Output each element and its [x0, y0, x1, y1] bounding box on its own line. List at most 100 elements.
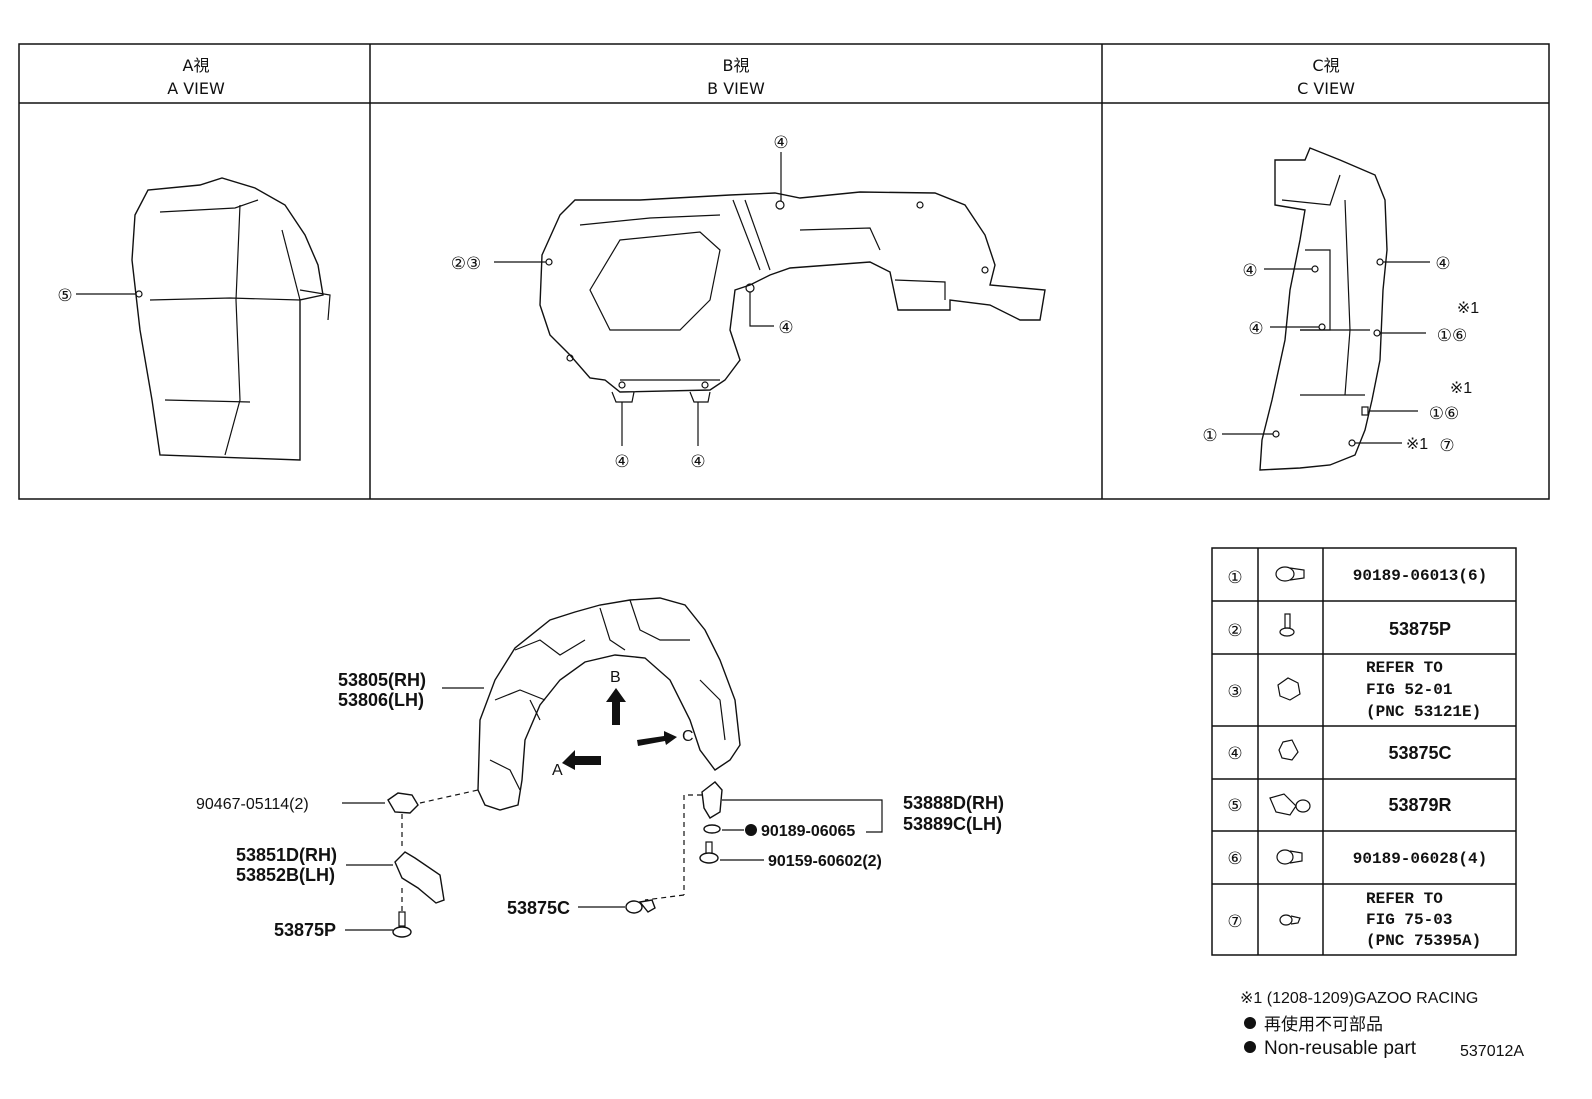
- svg-text:90189-06028(4): 90189-06028(4): [1353, 850, 1487, 868]
- callout-c-7: ※1 ⑦: [1355, 436, 1455, 456]
- label-seal: 53888D(RH) 53889C(LH): [722, 793, 1004, 834]
- legend-table-frame: [1211, 547, 1517, 956]
- push-clip-icon: [1278, 739, 1299, 761]
- view-frame: [18, 43, 1550, 500]
- svg-text:FIG 52-01: FIG 52-01: [1366, 681, 1452, 699]
- callout-c-4-right: ④: [1383, 254, 1451, 274]
- view-b-liner-drawing: [539, 191, 1046, 403]
- legend-row-1: ① 90189-06013(6): [1227, 566, 1487, 588]
- svg-text:⑤: ⑤: [1227, 796, 1242, 816]
- callout-c-1: ①: [1202, 426, 1273, 446]
- svg-text:再使用不可部品: 再使用不可部品: [1264, 1014, 1383, 1035]
- svg-text:④: ④: [778, 318, 793, 338]
- view-a-liner-drawing: [131, 177, 331, 461]
- svg-text:REFER TO: REFER TO: [1366, 890, 1443, 908]
- svg-text:C: C: [682, 728, 694, 745]
- figure-code: 537012A: [1460, 1043, 1524, 1060]
- svg-text:53875C: 53875C: [1388, 743, 1451, 763]
- svg-text:④: ④: [690, 452, 705, 472]
- bullet-icon: [1244, 1041, 1256, 1053]
- svg-text:④: ④: [773, 133, 788, 153]
- svg-text:②: ②: [1227, 621, 1242, 641]
- svg-text:53805(RH): 53805(RH): [338, 670, 426, 690]
- svg-text:53889C(LH): 53889C(LH): [903, 814, 1002, 834]
- nut-clip-icon: [1277, 677, 1301, 701]
- bullet-icon: [1244, 1017, 1256, 1029]
- svg-text:⑦: ⑦: [1227, 912, 1242, 932]
- legend-row-7: ⑦ REFER TO FIG 75-03 (PNC 75395A): [1227, 890, 1481, 950]
- svg-text:(PNC 75395A): (PNC 75395A): [1366, 932, 1481, 950]
- svg-text:A: A: [552, 762, 563, 779]
- legend-row-3: ③ REFER TO FIG 52-01 (PNC 53121E): [1227, 659, 1481, 721]
- svg-text:B: B: [610, 669, 621, 686]
- arrow-c: C: [637, 728, 694, 746]
- callout-b-4-bottom-left: ④: [614, 402, 630, 472]
- svg-text:②③: ②③: [451, 254, 481, 274]
- svg-text:①: ①: [1227, 568, 1242, 588]
- label-nut: 90467-05114(2): [196, 796, 385, 813]
- svg-text:90467-05114(2): 90467-05114(2): [196, 796, 309, 813]
- callout-b-2-3: ②③: [451, 254, 546, 274]
- view-a-title-jp: A視: [183, 56, 210, 75]
- note-nonreuse-en: Non-reusable part: [1244, 1038, 1417, 1059]
- view-c-title-jp: C視: [1312, 56, 1339, 75]
- svg-text:53851D(RH): 53851D(RH): [236, 845, 337, 865]
- svg-text:⑤: ⑤: [57, 286, 72, 306]
- callout-a-5: ⑤: [57, 286, 136, 306]
- view-c-title-en: C VIEW: [1297, 79, 1355, 98]
- label-bracket: 53851D(RH) 53852B(LH): [236, 845, 393, 885]
- label-screw: 53875P: [274, 920, 393, 940]
- view-a-title-en: A VIEW: [167, 79, 225, 98]
- svg-text:①⑥: ①⑥: [1437, 326, 1467, 346]
- svg-text:53806(LH): 53806(LH): [338, 690, 424, 710]
- grommet-icon: [1276, 849, 1303, 865]
- svg-text:④: ④: [1435, 254, 1450, 274]
- label-bolt: 90159-60602(2): [768, 853, 882, 870]
- clip-c-part: 53875C: [507, 898, 656, 918]
- view-b-title-en: B VIEW: [707, 79, 765, 98]
- small-clip-icon: [1279, 914, 1301, 926]
- svg-text:※1: ※1: [1450, 380, 1472, 397]
- svg-text:FIG 75-03: FIG 75-03: [1366, 911, 1452, 929]
- svg-text:⑦: ⑦: [1439, 436, 1454, 456]
- label-liner: 53805(RH) 53806(LH): [338, 670, 484, 710]
- svg-text:90189-06013(6): 90189-06013(6): [1353, 567, 1487, 585]
- screw-part: [392, 888, 412, 938]
- legend-row-4: ④ 53875C: [1227, 739, 1452, 764]
- callout-b-4-mid: ④: [749, 292, 794, 338]
- arrow-a: A: [552, 750, 601, 779]
- svg-text:53852B(LH): 53852B(LH): [236, 865, 335, 885]
- callout-c-1-6-upper: ※1 ①⑥: [1380, 300, 1479, 346]
- note-nonreuse-jp: 再使用不可部品: [1244, 1014, 1383, 1035]
- note-gazoo-racing: ※1 (1208-1209)GAZOO RACING: [1240, 990, 1478, 1007]
- svg-text:④: ④: [1248, 319, 1263, 339]
- callout-c-1-6-lower: ※1 ①⑥: [1370, 380, 1472, 424]
- svg-text:⑥: ⑥: [1227, 849, 1242, 869]
- label-clip-c: 53875C: [507, 898, 570, 918]
- clip-icon: [1275, 566, 1305, 582]
- svg-text:53875P: 53875P: [274, 920, 336, 940]
- seal-part: [644, 781, 723, 901]
- svg-text:53875P: 53875P: [1389, 619, 1451, 639]
- svg-text:53888D(RH): 53888D(RH): [903, 793, 1004, 813]
- callout-b-4-bottom-right: ④: [690, 402, 706, 472]
- svg-text:※1: ※1: [1457, 300, 1479, 317]
- svg-text:④: ④: [1227, 744, 1242, 764]
- bolt-clip-icon: [1269, 793, 1311, 816]
- view-c-liner-drawing: [1259, 147, 1388, 471]
- bracket-part: [394, 851, 445, 904]
- svg-text:①⑥: ①⑥: [1429, 404, 1459, 424]
- legend-row-5: ⑤ 53879R: [1227, 793, 1452, 816]
- svg-text:①: ①: [1202, 426, 1217, 446]
- clip-nonreuse-part: 90189-06065: [703, 823, 855, 840]
- view-b-title-jp: B視: [723, 56, 750, 75]
- svg-text:③: ③: [1227, 682, 1242, 702]
- svg-text:※1: ※1: [1406, 436, 1428, 453]
- svg-text:REFER TO: REFER TO: [1366, 659, 1443, 677]
- label-clip-nonreuse: 90189-06065: [761, 823, 855, 840]
- bolt-part: 90159-60602(2): [699, 841, 882, 870]
- screw-icon: [1279, 613, 1295, 637]
- svg-text:④: ④: [614, 452, 629, 472]
- callout-b-4-top: ④: [773, 133, 789, 201]
- nut-part: [387, 789, 479, 850]
